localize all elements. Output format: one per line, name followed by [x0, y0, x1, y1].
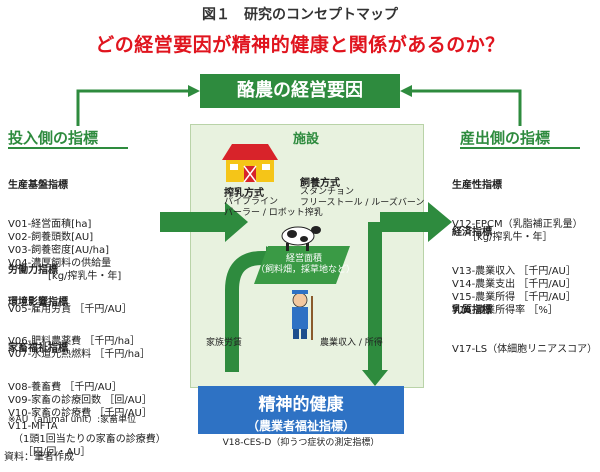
management-factors-box: 酪農の経営要因: [200, 74, 400, 108]
input-group-production: 生産基盤指標 V01-経営面積[ha] V02-飼養頭数[AU] V03-飼養密…: [8, 153, 121, 296]
output-group-heading: 生産性指標: [452, 180, 502, 191]
input-group-heading: 環境影響指標: [8, 297, 68, 308]
input-group-lines: V06-肥料農薬費 ［千円/ha］ V07-水道光熱燃料 ［千円/ha］: [8, 336, 151, 360]
input-side-underline: [8, 147, 128, 149]
output-side-title: 産出側の指標: [460, 129, 551, 147]
arrowhead-right-top: [400, 85, 412, 97]
family-labor-label: 家族労賃: [206, 338, 243, 348]
farmer-icon: [292, 290, 313, 340]
barn-icon: [222, 144, 278, 183]
mental-health-subtitle: （農業者福祉指標）: [246, 419, 355, 433]
area-parallelogram: [254, 246, 350, 284]
source-note: 資料：筆者作成: [4, 452, 74, 463]
input-side-title: 投入側の指標: [8, 129, 99, 147]
cesd-caption: V18-CES-D（抑うつ症状の測定指標）: [222, 438, 380, 448]
input-group-lines: V08-養畜費 ［千円/AU］ V09-家畜の診療回数 ［回/AU］ V10-家…: [8, 382, 166, 458]
input-group-environment: 環境影響指標 V06-肥料農薬費 ［千円/ha］ V07-水道光熱燃料 ［千円/…: [8, 270, 150, 374]
milking-method-title: 搾乳方式: [224, 188, 264, 199]
arrowhead-left-top: [188, 85, 200, 97]
animal-unit-note: ※AU（animal unit）:家畜単位: [8, 415, 137, 425]
mental-health-title: 精神的健康: [258, 395, 344, 415]
milking-method-items: パイプライン パーラー / ロボット搾乳: [224, 197, 323, 218]
arrow-input-big: [160, 202, 248, 242]
arrow-output-big: [380, 202, 452, 242]
arrow-output-to-factors: [410, 89, 522, 126]
figure-title: 図１ 研究のコンセプトマップ: [202, 7, 398, 23]
output-group-lines: V17-LS（体細胞リニアスコア）: [452, 344, 598, 355]
output-group-economic: 経済指標 V13-農業収入 ［千円/AU］ V14-農業支出 ［千円/AU］ V…: [452, 200, 576, 330]
mental-health-box: 精神的健康 （農業者福祉指標）: [198, 386, 404, 434]
input-group-labor: 労働力指標 V05-雇用労賃 ［千円/AU］: [8, 238, 132, 329]
output-group-heading: 経済指標: [452, 227, 492, 238]
arrow-input-to-factors: [76, 89, 190, 126]
arrowhead-income: [362, 370, 388, 386]
input-group-welfare: 家畜福祉指標 V08-養畜費 ［千円/AU］ V09-家畜の診療回数 ［回/AU…: [8, 316, 166, 472]
output-group-lines: V12-FPCM（乳脂補正乳量） ［kg/搾乳牛・年］: [452, 219, 583, 243]
output-group-productivity: 生産性指標 V12-FPCM（乳脂補正乳量） ［kg/搾乳牛・年］: [452, 153, 583, 257]
farm-income-label: 農業収入 / 所得: [320, 338, 383, 348]
input-group-lines: V01-経営面積[ha] V02-飼養頭数[AU] V03-飼養密度[AU/ha…: [8, 219, 122, 282]
output-side-underline: [460, 147, 580, 149]
output-group-lines: V13-農業収入 ［千円/AU］ V14-農業支出 ［千円/AU］ V15-農業…: [452, 266, 576, 316]
research-question: どの経営要因が精神的健康と関係があるのか？: [95, 34, 505, 56]
facility-title: 施設: [292, 132, 319, 147]
input-group-lines: V05-雇用労賃 ［千円/AU］: [8, 304, 132, 315]
output-group-heading: 乳質指標: [452, 305, 492, 316]
housing-method-title: 飼養方式: [300, 178, 340, 189]
arrow-family-labor-curve: [225, 251, 270, 372]
cow-icon: [281, 226, 321, 251]
output-group-milk-quality: 乳質指標 V17-LS（体細胞リニアスコア）: [452, 278, 597, 369]
farm-area-label: 経営面積 （飼料畑，採草地など）: [256, 254, 356, 275]
input-group-heading: 生産基盤指標: [8, 180, 68, 191]
input-group-heading: 労働力指標: [8, 265, 58, 276]
housing-method-items: スタンチョン フリーストール / ルーズバーン: [300, 187, 425, 208]
input-group-heading: 家畜福祉指標: [8, 343, 68, 354]
